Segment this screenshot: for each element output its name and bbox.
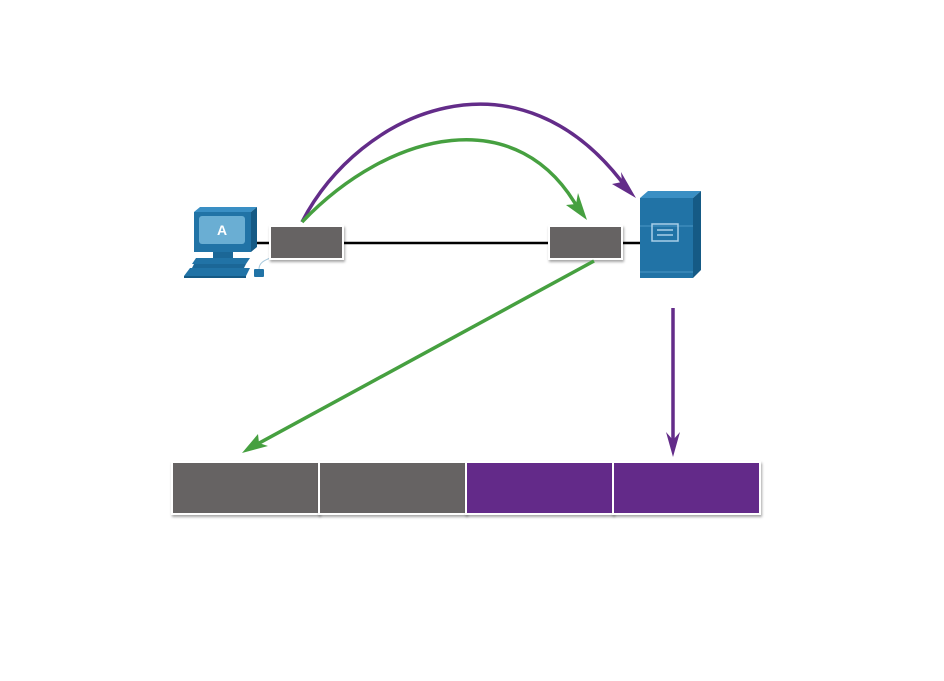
green-diagonal-arrowhead (242, 434, 268, 453)
green-arc-arrow (300, 138, 582, 224)
host-label: A (217, 222, 227, 238)
frame-field-3 (465, 461, 614, 515)
green-arc-arrowhead (566, 193, 587, 220)
purple-arc-arrow (300, 102, 630, 223)
server-icon[interactable] (640, 191, 701, 278)
frame-field-4 (612, 461, 761, 515)
purple-arc-arrowhead (612, 172, 636, 198)
source-mac-header (269, 225, 344, 260)
frame-field-2 (318, 461, 467, 515)
purple-vertical-arrowhead (666, 432, 680, 457)
green-diagonal-arrow (251, 259, 595, 449)
pc-icon[interactable]: A (184, 207, 271, 278)
frame (171, 461, 761, 515)
frame-field-1 (171, 461, 320, 515)
destination-mac-header (548, 225, 623, 260)
